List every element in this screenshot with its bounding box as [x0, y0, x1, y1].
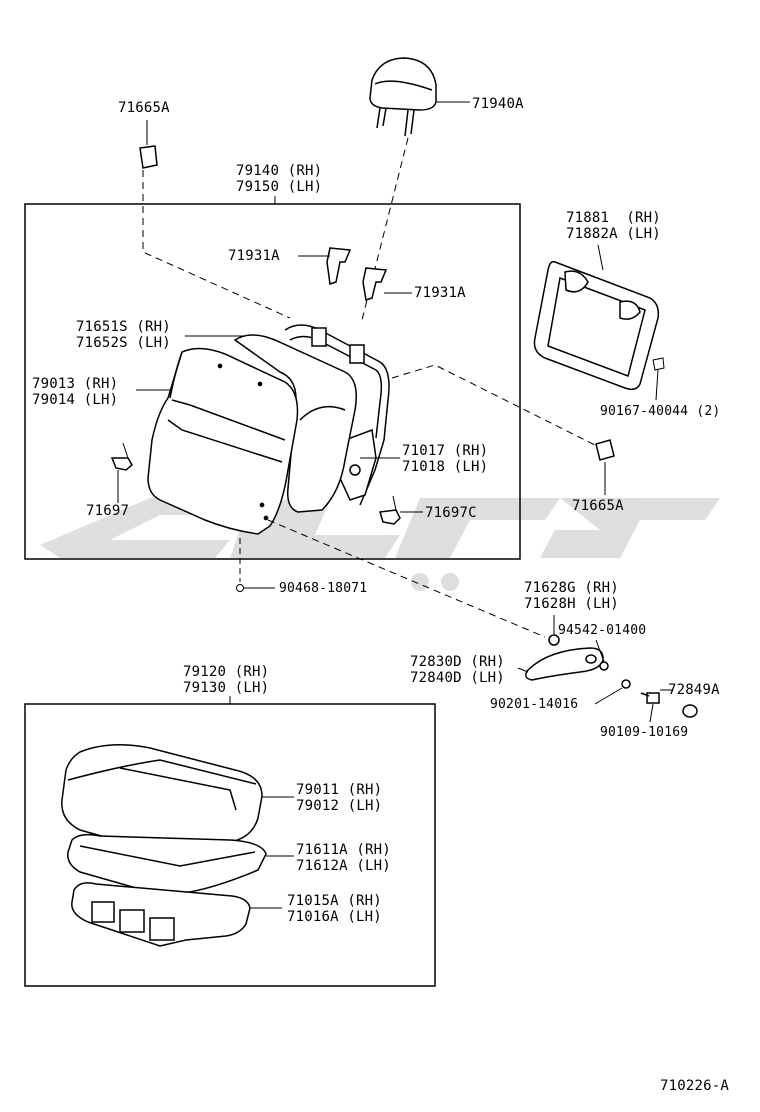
part-label-79013: 79013 (RH) [32, 376, 119, 392]
part-label-90468: 90468-18071 [279, 581, 368, 596]
part-label-79014: 79014 (LH) [32, 392, 119, 408]
clip-71665a-right [595, 439, 615, 461]
part-label-71665a-top: 71665A [118, 100, 170, 116]
seat-cushion-pad-part [67, 833, 267, 893]
part-label-71628g: 71628G (RH) [524, 580, 619, 596]
cap-72849a [682, 704, 698, 718]
part-label-71652s: 71652S (LH) [76, 335, 171, 351]
part-label-71015a: 71015A (RH) [287, 893, 382, 909]
part-label-71017: 71017 (RH) [402, 443, 489, 459]
part-label-71697c: 71697C [425, 505, 477, 521]
seat-cushion-frame-part [71, 882, 251, 947]
headrest-guide-part [326, 247, 388, 301]
part-label-72849a: 72849A [668, 682, 720, 698]
part-label-90109: 90109-10169 [600, 725, 689, 740]
part-label-94542: 94542-01400 [558, 623, 647, 638]
part-label-79130: 79130 (LH) [183, 680, 270, 696]
part-label-71931a-1: 71931A [228, 248, 280, 264]
part-label-79011: 79011 (RH) [296, 782, 383, 798]
seatback-frame-part [284, 324, 390, 506]
clip-71665a-top [139, 145, 158, 169]
bolt-90109 [640, 692, 660, 704]
brand-watermark-icon [40, 498, 720, 591]
part-label-79150: 79150 (LH) [236, 179, 323, 195]
part-label-71931a-2: 71931A [414, 285, 466, 301]
part-label-79012: 79012 (LH) [296, 798, 383, 814]
part-label-72840d: 72840D (LH) [410, 670, 505, 686]
clip-71697 [110, 457, 133, 471]
part-label-71882a: 71882A (LH) [566, 226, 661, 242]
part-label-90201: 90201-14016 [490, 697, 579, 712]
seatback-assembly-box [24, 203, 521, 560]
part-label-72830d: 72830D (RH) [410, 654, 505, 670]
part-label-79120: 79120 (RH) [183, 664, 270, 680]
nut-94542 [548, 634, 560, 646]
part-label-71016a: 71016A (LH) [287, 909, 382, 925]
seatback-cover-part [147, 347, 299, 535]
part-label-71628h: 71628H (LH) [524, 596, 619, 612]
part-label-71697: 71697 [86, 503, 130, 519]
part-label-71651s: 71651S (RH) [76, 319, 171, 335]
part-label-71940a: 71940A [472, 96, 524, 112]
part-label-71018: 71018 (LH) [402, 459, 489, 475]
headrest-part [369, 57, 437, 137]
part-label-71881: 71881 (RH) [566, 210, 661, 226]
part-label-71611a: 71611A (RH) [296, 842, 391, 858]
seatback-board-part [533, 260, 660, 391]
clip-71697c [379, 509, 401, 525]
diagram-code: 710226-A [660, 1078, 730, 1094]
part-label-71612a: 71612A (LH) [296, 858, 391, 874]
knob-part [525, 647, 604, 681]
part-label-90167: 90167-40044 (2) [600, 404, 721, 419]
part-label-79140: 79140 (RH) [236, 163, 323, 179]
part-label-71665a-right: 71665A [572, 498, 624, 514]
